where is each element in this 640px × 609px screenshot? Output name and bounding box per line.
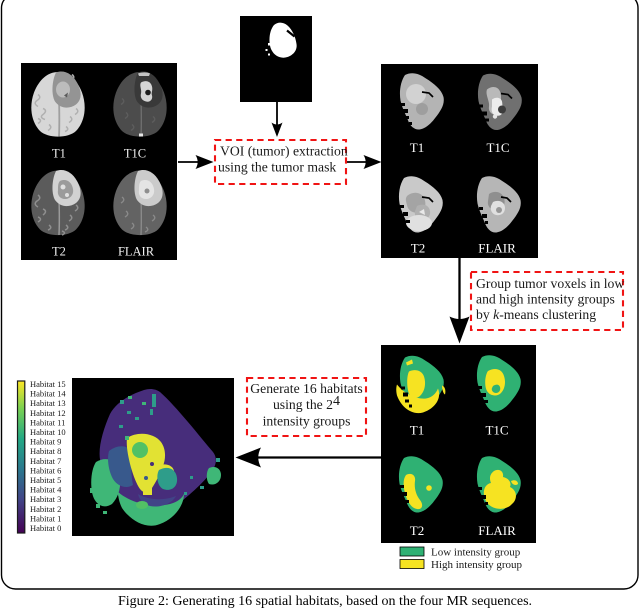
svg-text:Habitat 1: Habitat 1 <box>30 513 61 523</box>
svg-text:Habitat 12: Habitat 12 <box>30 408 66 418</box>
svg-text:using the tumor mask: using the tumor mask <box>218 160 336 175</box>
svg-text:Habitat 11: Habitat 11 <box>30 417 65 427</box>
svg-text:FLAIR: FLAIR <box>478 523 516 538</box>
svg-text:Group tumor voxels in low: Group tumor voxels in low <box>476 276 624 291</box>
svg-text:FLAIR: FLAIR <box>118 245 155 259</box>
svg-text:FLAIR: FLAIR <box>478 241 516 256</box>
svg-text:T2: T2 <box>410 523 424 538</box>
svg-text:T1: T1 <box>410 423 424 438</box>
svg-text:Habitat 3: Habitat 3 <box>30 494 61 504</box>
svg-text:Habitat 15: Habitat 15 <box>30 379 66 389</box>
svg-text:T1C: T1C <box>124 147 146 161</box>
svg-text:Habitat 10: Habitat 10 <box>30 427 66 437</box>
svg-text:Habitat 4: Habitat 4 <box>30 485 62 495</box>
svg-text:T1: T1 <box>410 140 424 155</box>
svg-text:T2: T2 <box>52 245 66 259</box>
svg-text:T1C: T1C <box>485 423 508 438</box>
svg-text:VOI (tumor) extraction: VOI (tumor) extraction <box>220 144 348 160</box>
svg-text:Habitat 14: Habitat 14 <box>30 389 66 399</box>
svg-text:intensity groups: intensity groups <box>263 414 351 429</box>
svg-text:Habitat 7: Habitat 7 <box>30 456 61 466</box>
svg-text:T1C: T1C <box>486 140 509 155</box>
svg-text:Figure 2: Generating 16 spatia: Figure 2: Generating 16 spatial habitats… <box>118 594 532 609</box>
svg-text:T2: T2 <box>411 241 425 256</box>
svg-text:Low intensity group: Low intensity group <box>431 547 521 559</box>
svg-text:by k-means clustering: by k-means clustering <box>476 307 596 322</box>
svg-text:Habitat 8: Habitat 8 <box>30 446 61 456</box>
svg-text:Generate 16 habitats: Generate 16 habitats <box>250 381 363 396</box>
svg-text:T1: T1 <box>52 147 66 161</box>
svg-text:Habitat 0: Habitat 0 <box>30 523 61 533</box>
svg-text:High intensity group: High intensity group <box>431 559 523 571</box>
svg-text:Habitat 2: Habitat 2 <box>30 504 61 514</box>
svg-text:Habitat 13: Habitat 13 <box>30 398 66 408</box>
svg-text:and high intensity groups: and high intensity groups <box>476 292 615 307</box>
svg-text:Habitat 6: Habitat 6 <box>30 465 61 475</box>
svg-text:Habitat 5: Habitat 5 <box>30 475 61 485</box>
svg-text:using the 24: using the 24 <box>273 394 340 412</box>
svg-text:Habitat 9: Habitat 9 <box>30 437 61 447</box>
